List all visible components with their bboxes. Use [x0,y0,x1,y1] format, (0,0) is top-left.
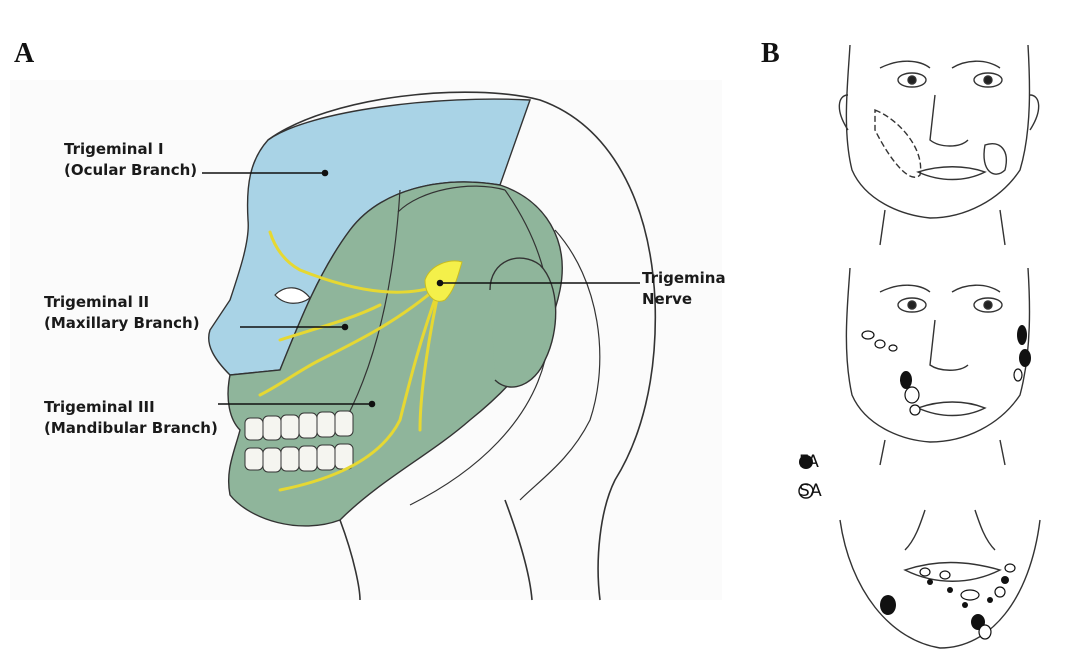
label-trigeminal-nerve-line2: Nerve [642,289,726,310]
label-trigeminal-ii-title: Trigeminal II [44,292,200,313]
label-trigeminal-ii: Trigeminal II (Maxillary Branch) [44,292,200,334]
label-trigeminal-i: Trigeminal I (Ocular Branch) [64,139,197,181]
label-trigeminal-i-branch: (Ocular Branch) [64,160,197,181]
lesions-sa [862,331,1022,639]
panel-b-label: B [761,38,780,70]
legend-sa: SA [799,481,822,501]
label-trigeminal-nerve: Trigemina Nerve [642,268,726,310]
label-trigeminal-iii: Trigeminal III (Mandibular Branch) [44,397,218,439]
legend-fa: FA [799,452,819,472]
label-trigeminal-iii-branch: (Mandibular Branch) [44,418,218,439]
label-trigeminal-nerve-line1: Trigemina [642,268,726,289]
label-trigeminal-ii-branch: (Maxillary Branch) [44,313,200,334]
label-trigeminal-iii-title: Trigeminal III [44,397,218,418]
panel-a-label: A [14,38,34,70]
label-trigeminal-i-title: Trigeminal I [64,139,197,160]
panel-b-faces [839,45,1040,648]
lesions-fa [880,325,1031,630]
